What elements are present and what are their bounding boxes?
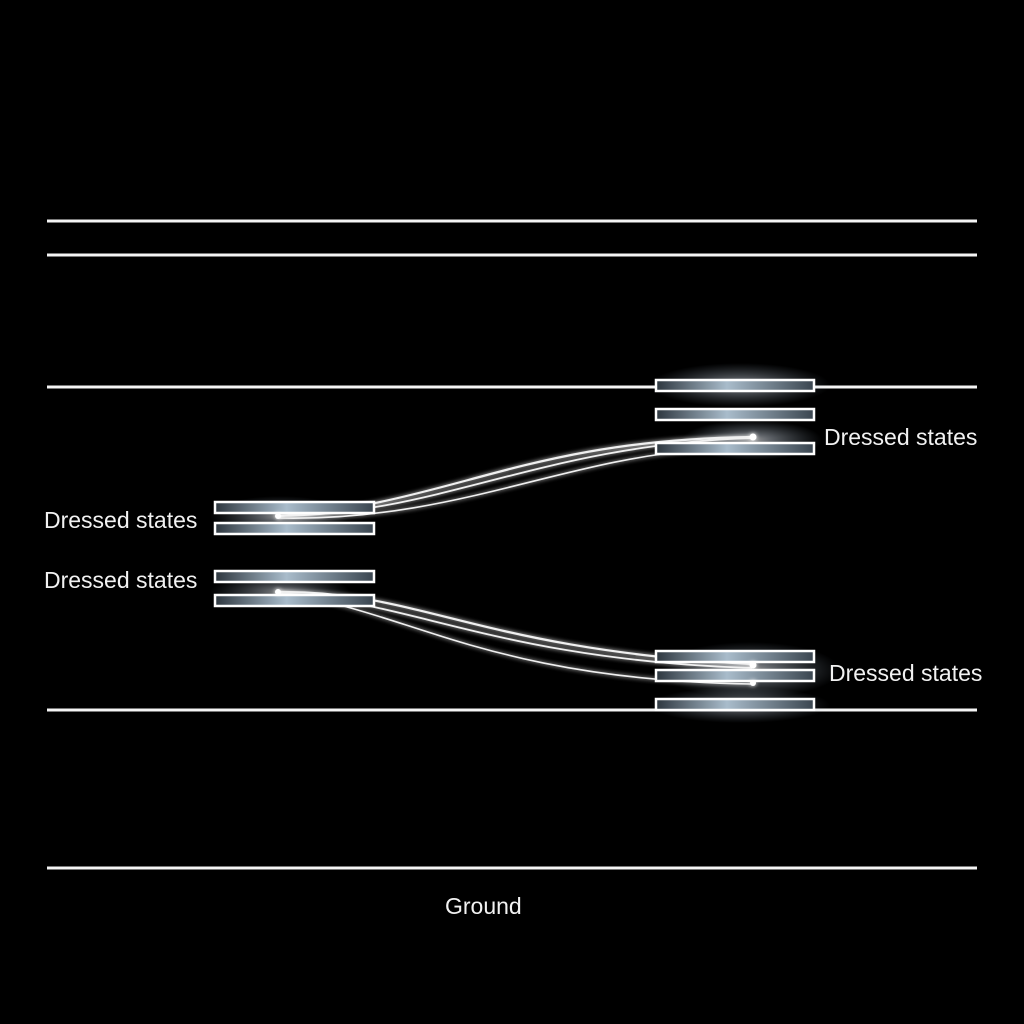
upper-transition-3 bbox=[277, 449, 701, 519]
dressed-state-box bbox=[654, 378, 816, 393]
transition-curves bbox=[277, 435, 753, 685]
energy-levels bbox=[47, 219, 977, 870]
right-lower-dressed-states-label: Dressed states bbox=[829, 660, 983, 686]
ground-label: Ground bbox=[445, 893, 522, 919]
dressed-state-box bbox=[654, 649, 816, 664]
right-lower-boxes bbox=[654, 649, 816, 712]
dressed-state-box bbox=[654, 441, 816, 456]
emission-points bbox=[275, 433, 757, 686]
right-upper-dressed-states-label: Dressed states bbox=[824, 424, 978, 450]
dressed-state-box bbox=[213, 593, 376, 608]
dressed-state-box bbox=[654, 697, 816, 712]
dressed-state-box bbox=[654, 668, 816, 683]
dressed-state-box bbox=[213, 521, 376, 536]
right-upper-boxes bbox=[654, 378, 816, 456]
dressed-state-box bbox=[213, 569, 376, 584]
left-upper-dressed-states-label: Dressed states bbox=[44, 507, 198, 533]
left-lower-boxes bbox=[213, 569, 376, 608]
left-lower-dressed-states-label: Dressed states bbox=[44, 567, 198, 593]
dressed-state-box bbox=[654, 407, 816, 422]
left-upper-boxes bbox=[213, 500, 376, 536]
dressed-state-box bbox=[213, 500, 376, 515]
